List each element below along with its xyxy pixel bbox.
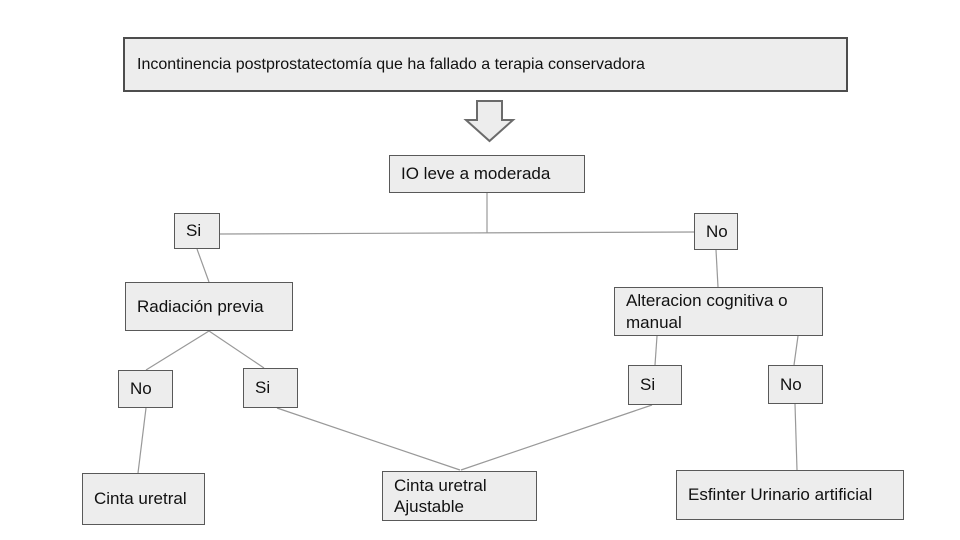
down-arrow-icon [463,100,516,143]
connector-cogsi-to-ajustable [460,404,653,471]
node-root-condition: Incontinencia postprostatectomía que ha … [123,37,848,92]
node-radiation-no: No [118,370,173,408]
connector-cognitive-to-si [654,335,658,366]
connector-cognitive-to-no [793,335,799,366]
node-severity-no: No [694,213,738,250]
connector-no-to-cognitive [715,249,719,288]
node-cinta-uretral: Cinta uretral [82,473,205,525]
node-esfinter-urinario: Esfinter Urinario artificial [676,470,904,520]
node-cognitive-no: No [768,365,823,404]
node-cinta-uretral-ajustable: Cinta uretral Ajustable [382,471,537,521]
connector-severity-branch [219,231,695,235]
connector-yes-to-radiation [196,248,210,283]
connector-si-to-ajustable [276,407,461,471]
connector-radiation-to-no [145,330,210,371]
node-cognitive-si: Si [628,365,682,405]
node-radiation-previa: Radiación previa [125,282,293,331]
node-io-severity: IO leve a moderada [389,155,585,193]
node-severity-yes: Si [174,213,220,249]
connector-radiation-to-si [208,330,265,369]
connector-no-to-esfinter [794,403,798,471]
node-radiation-si: Si [243,368,298,408]
connector-no-to-cinta [137,407,147,474]
node-alteracion-cognitiva: Alteracion cognitiva o manual [614,287,823,336]
